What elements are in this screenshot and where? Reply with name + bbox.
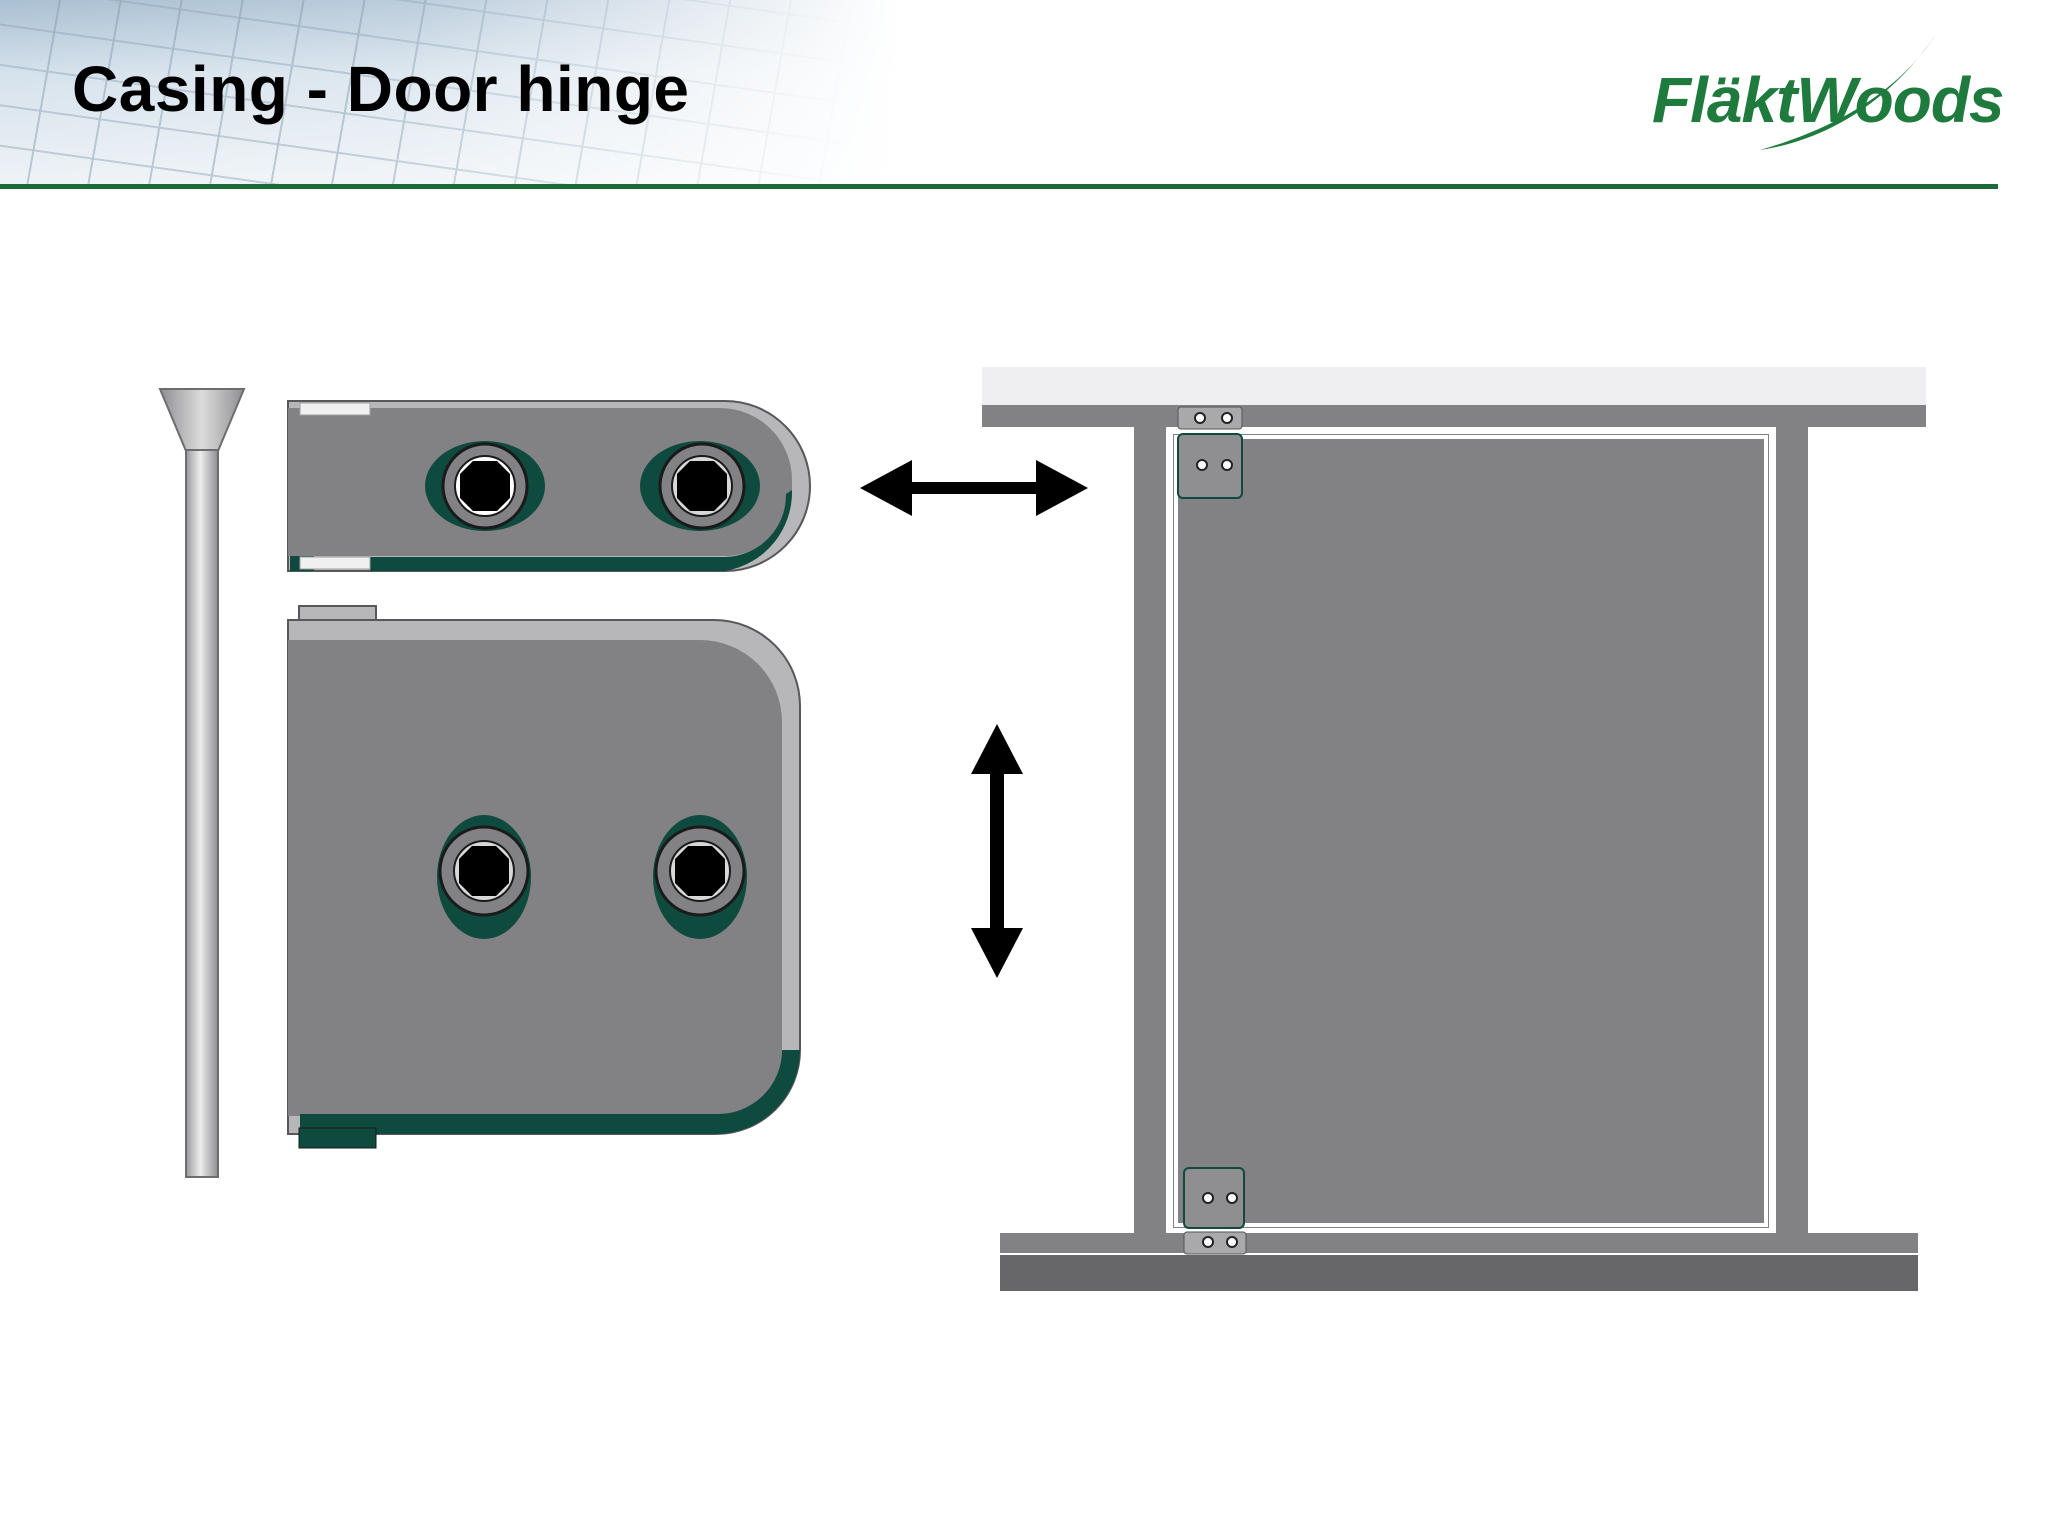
upper-hinge-leaf xyxy=(287,400,811,572)
top-frame-rail xyxy=(982,405,1926,427)
bottom-frame-rail xyxy=(1000,1233,1918,1253)
door-assembly xyxy=(982,367,1926,1291)
upper-leaf-bolt-2 xyxy=(640,441,760,531)
upper-leaf-bolt-1 xyxy=(425,441,545,531)
lower-hinge-leaf xyxy=(287,605,801,1149)
header-divider xyxy=(0,184,1998,189)
bottom-door-hinge xyxy=(1183,1167,1247,1255)
logo-text: FläktWoods xyxy=(1652,64,2004,136)
lower-leaf-bolt-2 xyxy=(653,815,747,939)
right-frame-post xyxy=(1776,427,1808,1235)
door-leaf xyxy=(1171,432,1771,1230)
hinge-pin xyxy=(158,388,246,1178)
header-building-photo xyxy=(0,0,900,185)
top-casing-light xyxy=(982,367,1926,405)
flaktwoods-logo: FläktWoods xyxy=(1640,28,2010,158)
horizontal-arrow-icon xyxy=(860,460,1088,516)
slide-header: Casing - Door hinge FläktWoods xyxy=(0,0,2048,190)
slide-title: Casing - Door hinge xyxy=(72,53,690,125)
bottom-casing-base xyxy=(1000,1255,1918,1291)
left-frame-post xyxy=(1134,427,1166,1235)
top-door-hinge xyxy=(1177,406,1243,499)
lower-leaf-bolt-1 xyxy=(437,815,531,939)
vertical-arrow-icon xyxy=(971,724,1023,978)
header-photo-window-grid xyxy=(0,0,900,185)
